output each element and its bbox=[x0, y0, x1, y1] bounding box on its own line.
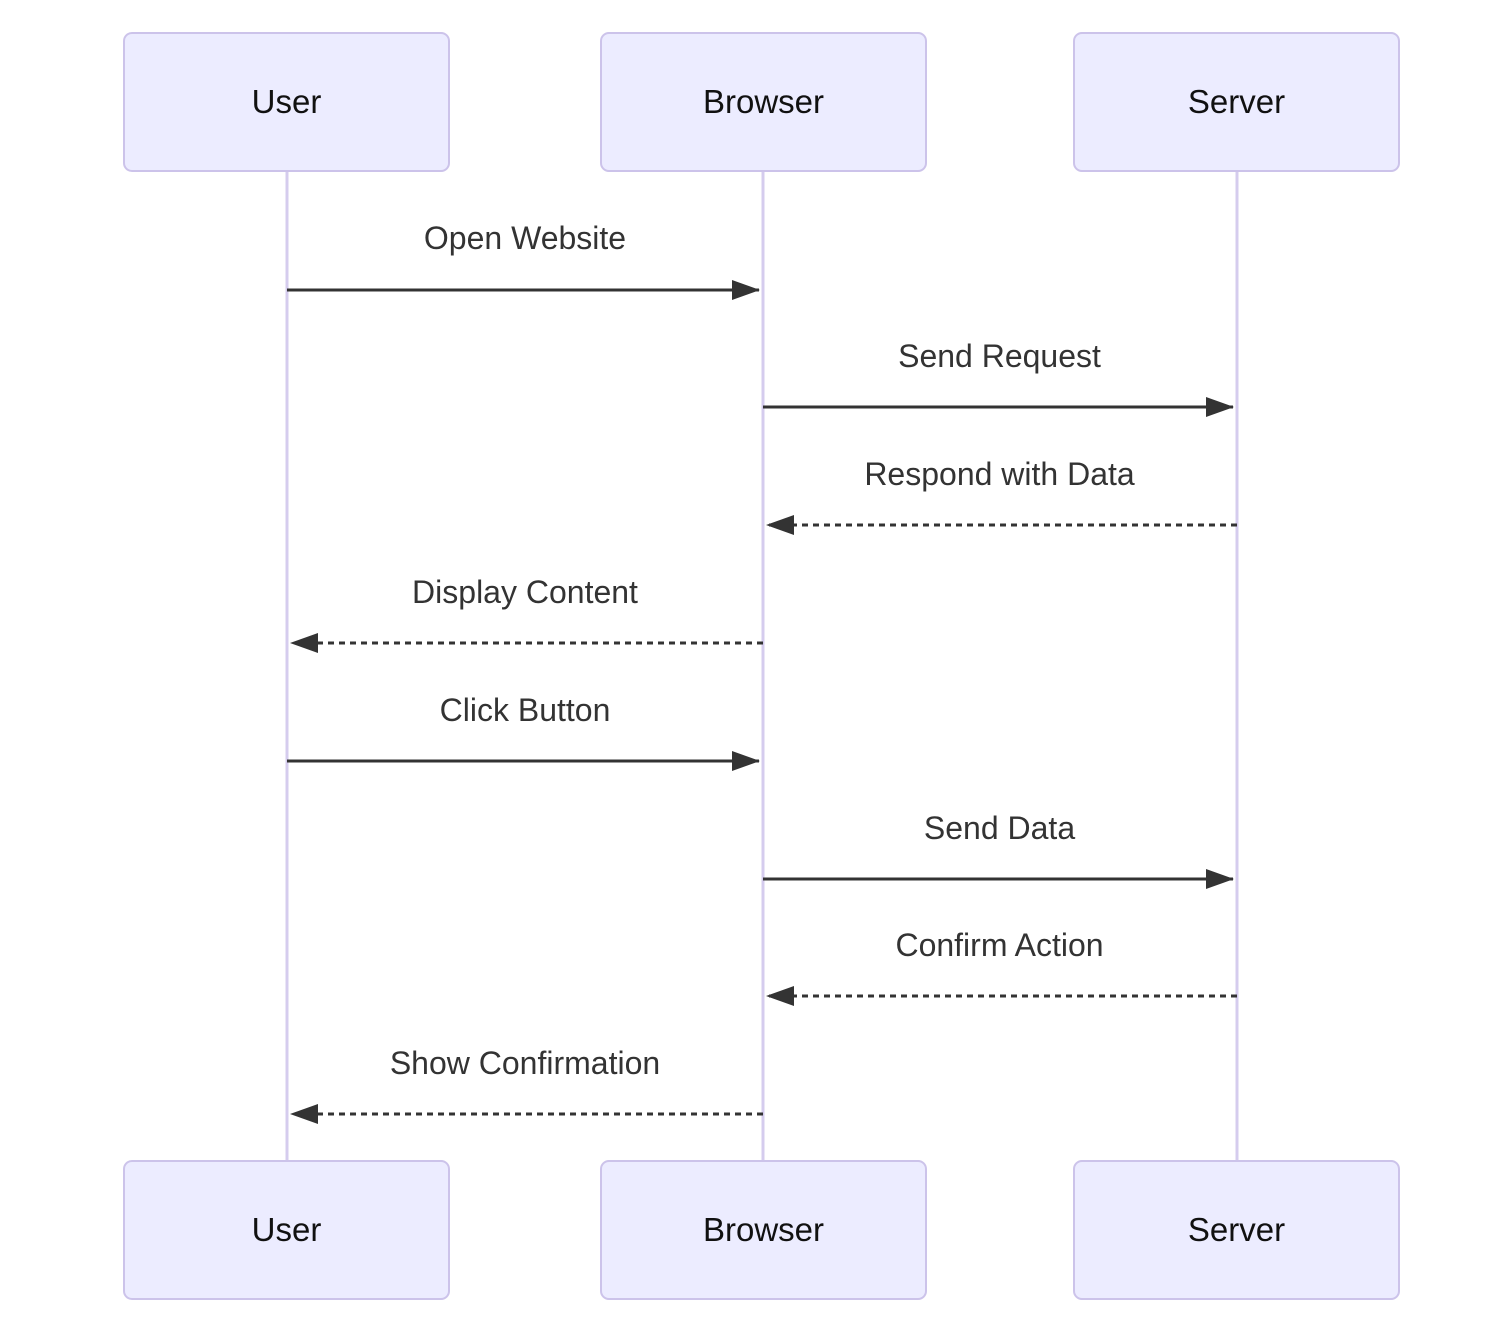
message-label-open-website: Open Website bbox=[423, 220, 627, 256]
message-label-display-content: Display Content bbox=[412, 574, 638, 610]
message-label-respond-with-data: Respond with Data bbox=[864, 456, 1135, 492]
actor-bottom-user: User bbox=[123, 1160, 450, 1300]
actor-bottom-browser: Browser bbox=[600, 1160, 927, 1300]
actor-top-browser: Browser bbox=[600, 32, 927, 172]
actor-top-user: User bbox=[123, 32, 450, 172]
message-label-confirm-action: Confirm Action bbox=[895, 927, 1104, 963]
message-label-send-request: Send Request bbox=[898, 338, 1101, 374]
message-label-send-data: Send Data bbox=[923, 810, 1076, 846]
actor-label: Server bbox=[1187, 1211, 1286, 1248]
actor-label: Server bbox=[1187, 83, 1286, 120]
actor-label: Browser bbox=[702, 83, 825, 120]
actor-top-server: Server bbox=[1073, 32, 1400, 172]
actor-label: User bbox=[251, 1211, 322, 1248]
actor-bottom-server: Server bbox=[1073, 1160, 1400, 1300]
actor-label: Browser bbox=[702, 1211, 825, 1248]
message-label-show-confirmation: Show Confirmation bbox=[389, 1045, 661, 1081]
actor-label: User bbox=[251, 83, 322, 120]
message-label-click-button: Click Button bbox=[439, 692, 611, 728]
